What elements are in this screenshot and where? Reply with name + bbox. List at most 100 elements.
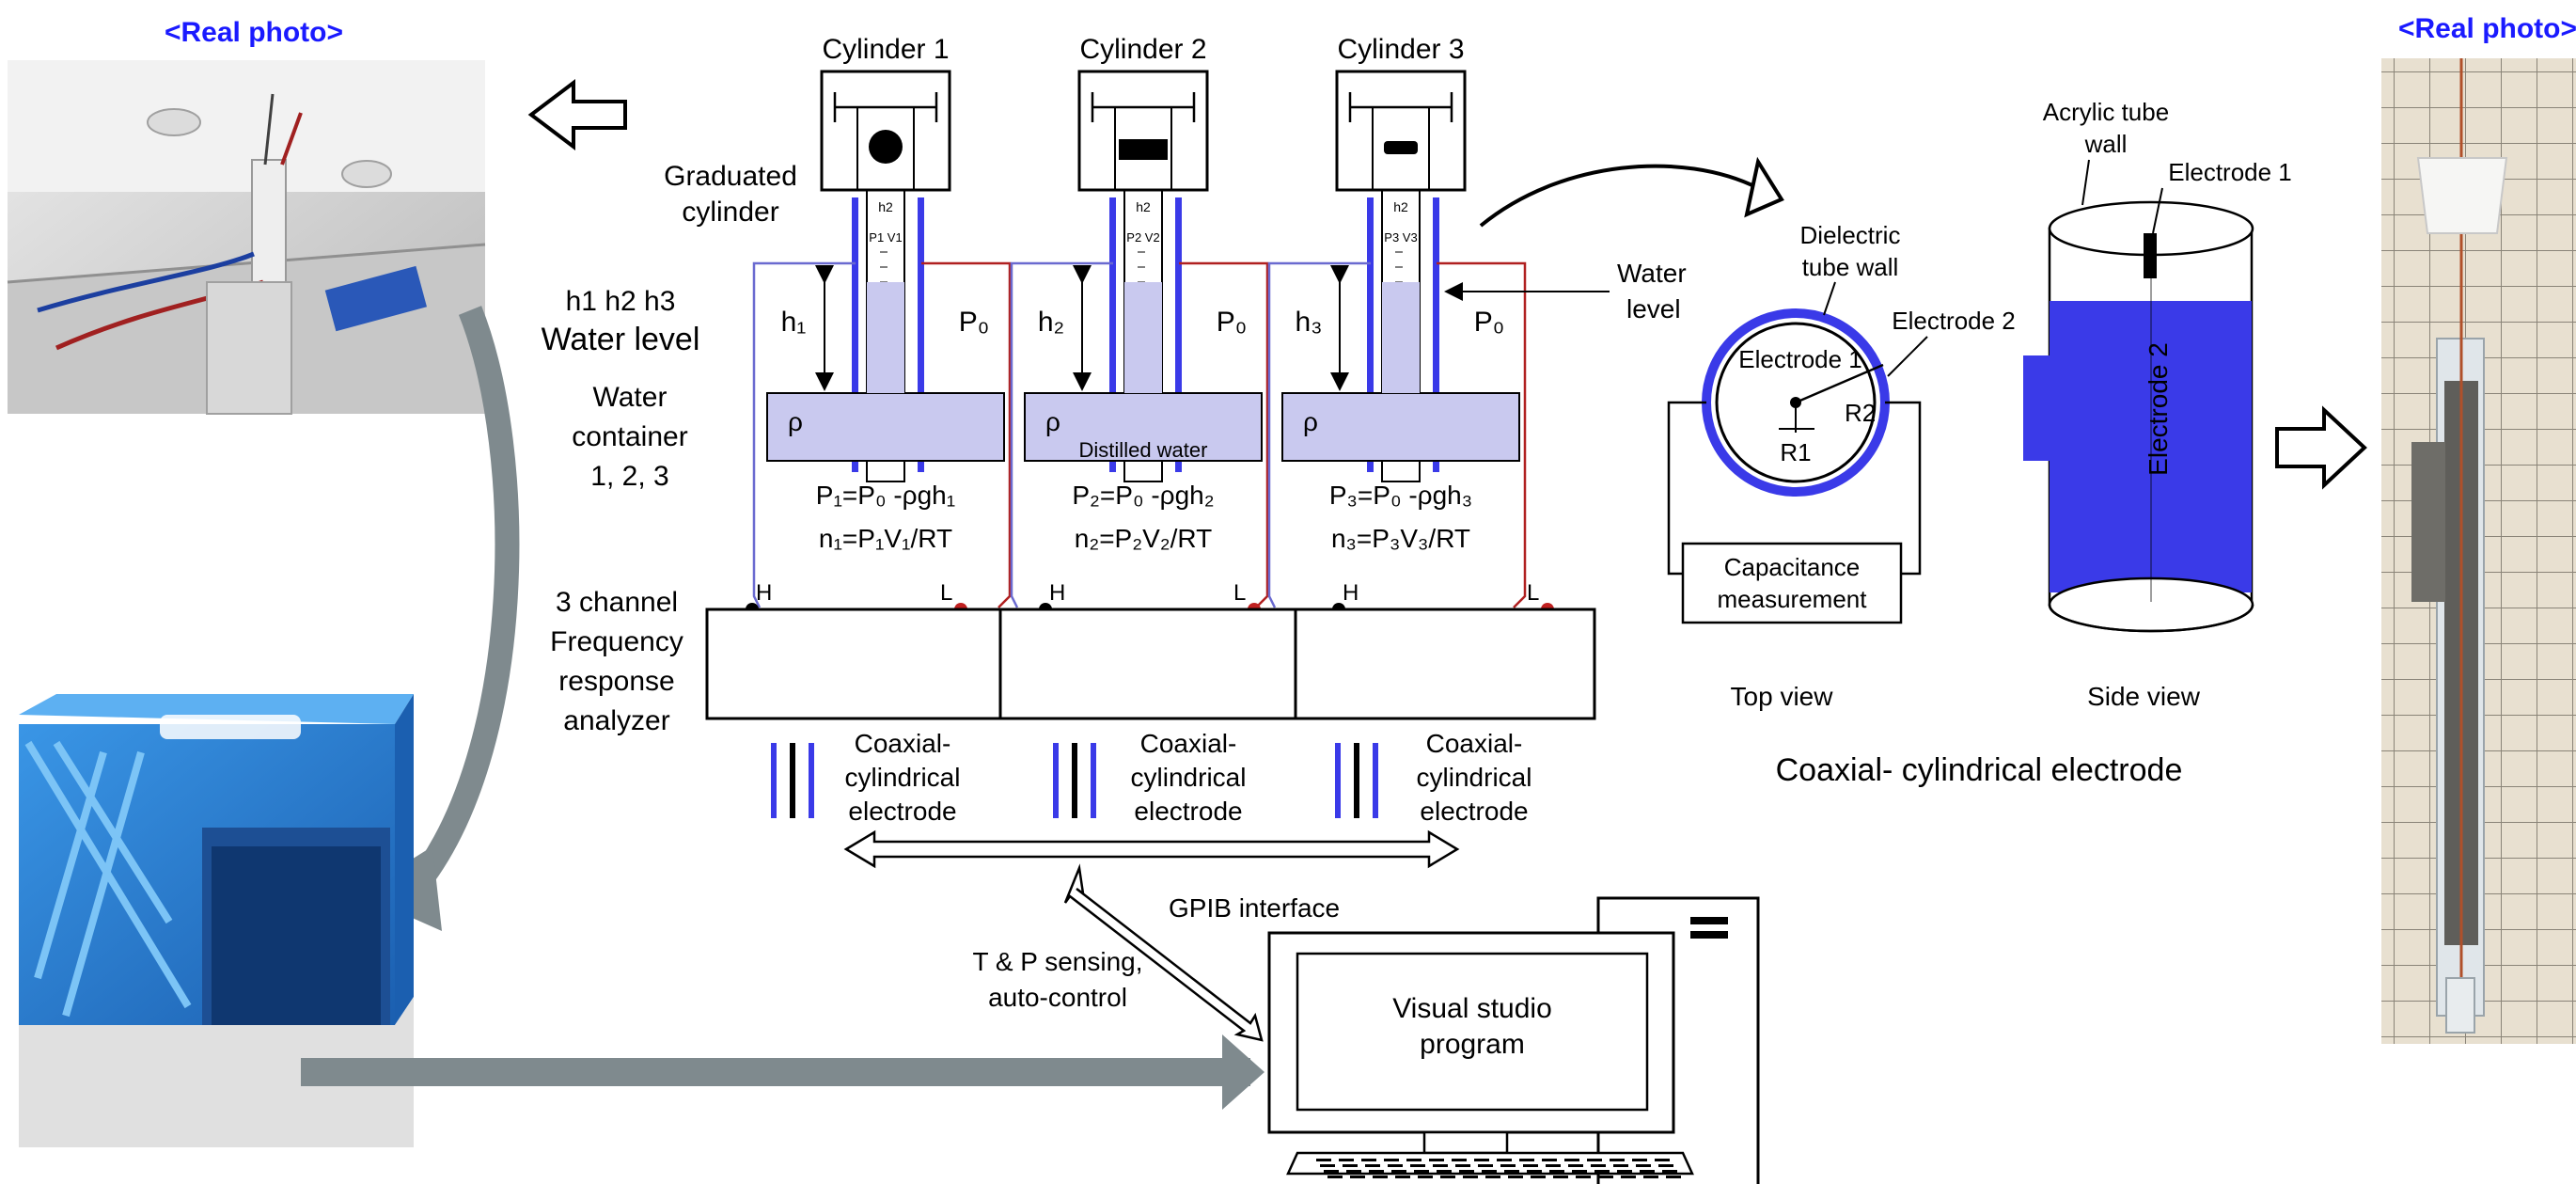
keyboard-key <box>1587 1159 1602 1161</box>
mole-equation: n₃=P₃V₃/RT <box>1331 524 1470 553</box>
side-electrode2-label: Electrode 2 <box>2144 342 2173 476</box>
keyboard-key <box>1621 1176 1636 1178</box>
keyboard-key <box>1343 1164 1358 1167</box>
terminal-h-label: H <box>756 580 772 606</box>
electrode-glyph-black <box>1354 743 1359 818</box>
keyboard-key <box>1440 1176 1455 1178</box>
analyzer-label-line3: response <box>558 666 674 697</box>
dielectric-pointer <box>1823 281 1836 316</box>
keyboard-key <box>1576 1176 1591 1178</box>
piston-height-tag: h2 <box>1136 199 1151 214</box>
electrode-side-view <box>2023 200 2254 633</box>
pv-tag: P3 V3 <box>1384 230 1417 245</box>
side-electrode1-label: Electrode 1 <box>2168 158 2292 186</box>
container-label-line3: 1, 2, 3 <box>590 461 668 492</box>
vs-program-line1: Visual studio <box>1392 993 1552 1024</box>
keyboard-key <box>1418 1176 1433 1178</box>
water-tank <box>766 392 1005 462</box>
pressure-equation: P₃=P₀ -ρgh₃ <box>1329 481 1472 510</box>
tube-water-column <box>867 282 904 393</box>
right-real-photo <box>2381 58 2576 1044</box>
density-label: ρ <box>788 407 803 436</box>
keyboard-key <box>1527 1170 1542 1173</box>
keyboard-key <box>1485 1176 1500 1178</box>
keyboard-key <box>1500 1164 1516 1167</box>
curved-arrow-to-electrode <box>1479 164 1759 228</box>
electrode-caption: Coaxial- cylindrical electrode <box>1776 752 2183 788</box>
left-photo-caption: <Real photo> <box>165 17 343 48</box>
electrode-glyph-black <box>790 743 795 818</box>
container-label-line2: container <box>572 421 687 452</box>
electrode2-pointer <box>1887 336 1928 377</box>
height-label: h₃ <box>1296 307 1323 338</box>
tp-label-line1: T & P sensing, <box>972 947 1142 976</box>
analyzer-label-line2: Frequency <box>550 626 683 657</box>
keyboard-key <box>1410 1164 1425 1167</box>
keyboard-key <box>1504 1170 1519 1173</box>
keyboard-key <box>1508 1176 1523 1178</box>
electrode-inner-left <box>852 197 858 472</box>
keyboard-key <box>1369 1170 1384 1173</box>
wire-low <box>1437 261 1527 608</box>
keyboard-key <box>1327 1176 1343 1178</box>
keyboard-key <box>1617 1170 1632 1173</box>
keyboard-key <box>1455 1164 1470 1167</box>
electrode-inner-left <box>1109 197 1116 472</box>
keyboard-key <box>1572 1170 1587 1173</box>
dielectric-label-line2: tube wall <box>1802 253 1899 281</box>
electrode-label-line2: cylindrical <box>845 763 961 792</box>
electrode-glyph-blue-left <box>1053 743 1059 818</box>
keyboard-key <box>1388 1164 1403 1167</box>
terminal-l-label: L <box>1233 580 1246 606</box>
cylinder-title: Cylinder 3 <box>1337 34 1464 65</box>
side-electrode1-pointer <box>2152 187 2163 234</box>
graduated-label-line1: Graduated <box>664 161 797 192</box>
keyboard-key <box>1497 1159 1512 1161</box>
frequency-response-analyzer-image <box>19 694 414 1147</box>
keyboard-key <box>1429 1159 1444 1161</box>
keyboard-key <box>1568 1164 1583 1167</box>
mole-equation: n₁=P₁V₁/RT <box>819 524 952 553</box>
keyboard-key <box>1531 1176 1546 1178</box>
mole-equation: n₂=P₂V₂/RT <box>1075 524 1212 553</box>
left-labels: Graduated cylinder h1 h2 h3 Water level … <box>542 161 797 736</box>
keyboard-key <box>1459 1170 1474 1173</box>
water-level-note-line1: Water <box>1617 259 1687 288</box>
channel-box-outline <box>705 608 1596 720</box>
terminal-l-label: L <box>940 580 952 606</box>
right-photo-caption: <Real photo> <box>2398 13 2576 44</box>
top-view-label: Top view <box>1731 682 1834 711</box>
acrylic-pointer <box>2081 159 2090 206</box>
keyboard-key <box>1636 1164 1651 1167</box>
acrylic-label-line2: wall <box>2084 130 2128 158</box>
keyboard-key <box>1324 1170 1339 1173</box>
electrode-label-line1: Coaxial- <box>1140 729 1237 758</box>
tube-water-column <box>1382 282 1420 393</box>
terminal-h-label: H <box>1343 580 1359 606</box>
keyboard-key <box>1658 1164 1673 1167</box>
water-tank <box>1281 392 1520 462</box>
piston-ball <box>869 130 903 164</box>
height-label: h₁ <box>781 307 807 338</box>
curved-arrow-head <box>1744 156 1784 218</box>
keyboard-key <box>1361 1159 1376 1161</box>
keyboard-key <box>1474 1159 1489 1161</box>
keyboard-key <box>1346 1170 1361 1173</box>
keyboard-key <box>1519 1159 1534 1161</box>
electrode2-label: Electrode 2 <box>1892 307 2016 335</box>
left-real-photo <box>7 60 486 415</box>
keyboard-key <box>1640 1170 1655 1173</box>
electrode-inner-left <box>1367 197 1374 472</box>
keyboard-key <box>1339 1159 1354 1161</box>
keyboard-key <box>1564 1159 1579 1161</box>
water-level-label: Water level <box>542 322 700 357</box>
electrode-label-line3: electrode <box>1420 797 1528 826</box>
electrode-top-view <box>1667 308 1922 624</box>
keyboard-icon <box>1316 1159 1681 1178</box>
keyboard-key <box>1662 1170 1677 1173</box>
electrode-outer-right <box>918 197 924 472</box>
container-label-line1: Water <box>593 382 668 413</box>
wire-high <box>1267 261 1371 608</box>
keyboard-key <box>1414 1170 1429 1173</box>
